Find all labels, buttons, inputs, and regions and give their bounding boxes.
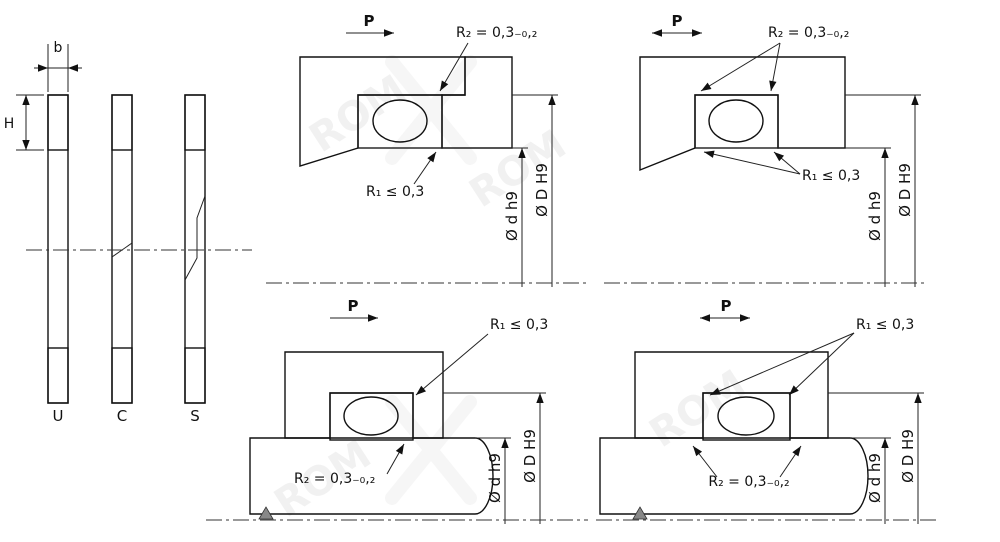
ring-type-label-u: U — [53, 407, 64, 425]
o-ring-core — [708, 99, 764, 143]
r2-annotation: R₂ = 0,3₋₀,₂ — [456, 25, 537, 41]
watermark-text: ROM — [642, 361, 755, 457]
r2-annotation: R₂ = 0,3₋₀,₂ — [768, 25, 849, 41]
hatch-block — [111, 94, 133, 151]
r1-leader-line — [413, 151, 437, 185]
shaft — [249, 437, 494, 515]
r2-leader-line — [439, 42, 469, 92]
o-ring-core — [343, 396, 399, 436]
bore-diameter-label: Ø D H9 — [533, 163, 551, 217]
r1-annotation: R₁ ≤ 0,3 — [802, 168, 860, 184]
r2-leader-line — [386, 443, 405, 475]
r1-leader-line — [788, 332, 855, 396]
hatch-block — [47, 94, 69, 151]
o-ring-core — [717, 396, 775, 436]
r1-leader-line — [415, 333, 489, 396]
pressure-label: P — [672, 12, 683, 30]
bore-diameter-label: Ø D H9 — [521, 429, 539, 483]
support-mark-icon — [632, 506, 648, 520]
h-dimension-label: H — [4, 116, 15, 132]
rod-diameter-label: Ø d h9 — [503, 191, 521, 241]
ring-profiles-section: b H U C S — [4, 40, 252, 425]
o-ring-core — [372, 99, 428, 143]
seal-ring-section — [329, 392, 414, 441]
rod-diameter-label: Ø d h9 — [866, 453, 884, 503]
ring-type-label-c: C — [117, 407, 127, 425]
hatch-block — [111, 347, 133, 404]
pressure-label: P — [348, 297, 359, 315]
detail-rod-unidirectional: Ø d h9 Ø D H9 P R₂ = 0,3₋₀,₂ R₁ ≤ 0,3 — [266, 12, 588, 287]
r2-annotation: R₂ = 0,3₋₀,₂ — [708, 474, 789, 490]
detail-rod-bidirectional: Ø d h9 Ø D H9 P R₂ = 0,3₋₀,₂ R₁ ≤ 0,3 — [604, 12, 928, 287]
pressure-label: P — [721, 297, 732, 315]
step-cut-line — [184, 195, 206, 281]
support-mark-icon — [258, 506, 274, 520]
ring-profile-c — [111, 94, 133, 404]
rod-diameter-label: Ø d h9 — [866, 191, 884, 241]
rod-diameter-label: Ø d h9 — [486, 453, 504, 503]
ring-body — [111, 94, 133, 404]
detail-piston-unidirectional: Ø d h9 Ø D H9 P R₁ ≤ 0,3 R₂ = 0,3₋₀,₂ — [206, 297, 588, 524]
ring-profile-u — [47, 94, 69, 404]
r2-leader-line — [769, 42, 781, 92]
bore-diameter-label: Ø D H9 — [896, 163, 914, 217]
r2-leader-line — [700, 42, 781, 92]
detail-piston-bidirectional: Ø d h9 Ø D H9 P R₁ ≤ 0,3 R₂ = 0,3₋₀,₂ — [596, 297, 938, 524]
r1-leader-line — [703, 150, 801, 175]
r2-leader-line — [779, 445, 802, 478]
shaft — [599, 437, 869, 515]
r1-leader-line — [709, 332, 855, 396]
watermark-layer: ROM ROM ROM ROM — [267, 55, 755, 527]
b-dimension-label: b — [54, 40, 63, 56]
bore-diameter-label: Ø D H9 — [899, 429, 917, 483]
ring-type-label-s: S — [190, 407, 200, 425]
r1-leader-line — [773, 151, 801, 175]
seal-ring-section — [702, 392, 791, 441]
hatch-block — [47, 347, 69, 404]
seal-ring-section — [694, 94, 779, 149]
pressure-label: P — [364, 12, 375, 30]
r2-leader-line — [692, 445, 718, 478]
ring-body — [184, 94, 206, 404]
ring-body — [47, 94, 69, 404]
watermark-x-icon — [385, 395, 477, 505]
r1-annotation: R₁ ≤ 0,3 — [366, 184, 424, 200]
r2-annotation: R₂ = 0,3₋₀,₂ — [294, 471, 375, 487]
r1-annotation: R₁ ≤ 0,3 — [856, 317, 914, 333]
r1-annotation: R₁ ≤ 0,3 — [490, 317, 548, 333]
hatch-block — [184, 94, 206, 151]
hatch-block — [184, 347, 206, 404]
ring-profile-s — [184, 94, 206, 404]
housing-body — [639, 56, 846, 172]
